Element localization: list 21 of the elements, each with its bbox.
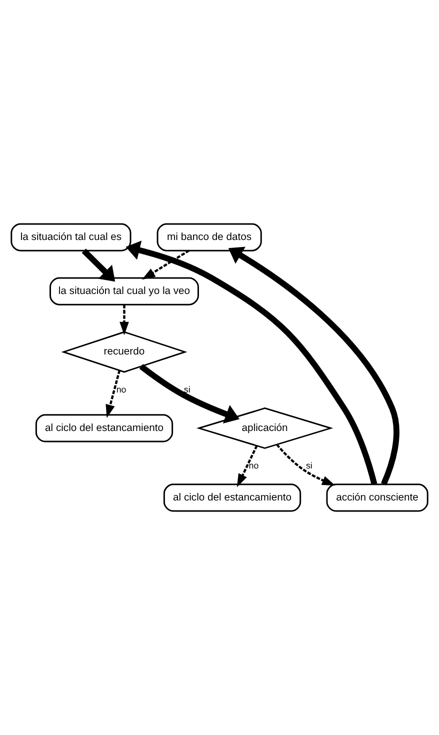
arrow <box>139 364 240 424</box>
node-box: la situación tal cual es <box>10 223 132 252</box>
edge-label: no <box>248 460 259 471</box>
arrow <box>142 250 190 280</box>
edge-label: si <box>184 384 190 394</box>
node-box: al ciclo del estancamiento <box>35 414 174 442</box>
node-box: acción consciente <box>326 484 428 512</box>
arrow <box>276 444 336 486</box>
node-diamond: recuerdo <box>61 331 188 373</box>
node-box: al ciclo del estancamiento <box>163 484 302 512</box>
arrow <box>106 370 121 418</box>
edge-label: no <box>116 384 126 394</box>
arrow <box>120 304 129 336</box>
arrow <box>126 240 378 485</box>
node-box: la situación tal cual yo la veo <box>50 277 199 306</box>
node-diamond: aplicación <box>196 407 334 449</box>
node-box: mi banco de datos <box>156 223 262 252</box>
arrow <box>236 445 258 488</box>
arrow <box>228 246 400 486</box>
arrow <box>82 248 116 282</box>
edge-label: si <box>306 460 312 471</box>
